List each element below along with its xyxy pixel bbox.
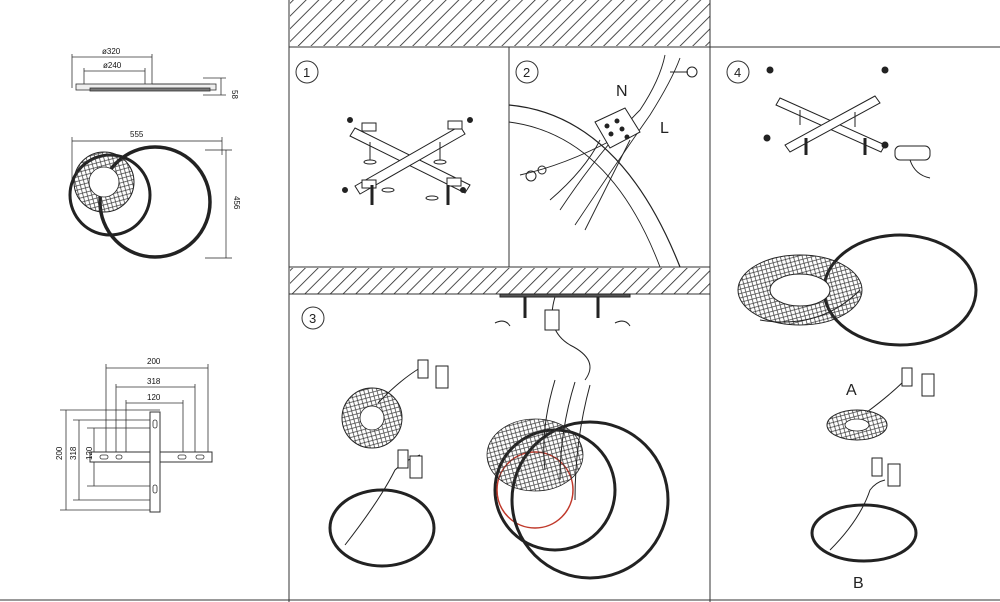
dim-height-456: 456 xyxy=(232,196,241,210)
step1-number: 1 xyxy=(303,65,310,80)
step1-marker xyxy=(295,60,319,84)
ceiling-hatch-top xyxy=(290,0,710,46)
dim-width-555: 555 xyxy=(130,130,144,139)
front-view xyxy=(68,137,232,259)
dim-height-58: 58 xyxy=(230,90,239,99)
part-label-a: A xyxy=(846,382,857,399)
top-profile-view xyxy=(71,54,226,96)
step4-assembly xyxy=(737,66,978,563)
part-label-b: B xyxy=(853,575,864,592)
dim-bracket-v318: 318 xyxy=(69,446,78,460)
dim-outer-diameter: ø320 xyxy=(102,47,121,56)
wire-label-live: L xyxy=(660,120,669,137)
dim-bracket-318: 318 xyxy=(147,377,161,386)
step2-number: 2 xyxy=(523,65,530,80)
step3-number: 3 xyxy=(309,311,316,326)
step1-cross-bracket xyxy=(342,117,473,205)
led-center xyxy=(88,166,120,198)
step4-marker xyxy=(726,60,750,84)
bracket-drawing xyxy=(60,364,213,513)
dim-bracket-v200: 200 xyxy=(55,446,64,460)
dim-bracket-120: 120 xyxy=(147,393,161,402)
step3-assembly xyxy=(328,293,670,580)
step4-number: 4 xyxy=(734,65,741,80)
step2-wiring xyxy=(508,54,698,268)
dim-bracket-v120: 120 xyxy=(85,446,94,460)
wire-label-neutral: N xyxy=(616,83,628,100)
step2-marker xyxy=(515,60,539,84)
dim-inner-diameter: ø240 xyxy=(103,61,122,70)
step3-marker xyxy=(301,306,325,330)
ceiling-hatch-middle xyxy=(290,268,710,294)
dim-bracket-200: 200 xyxy=(147,357,161,366)
